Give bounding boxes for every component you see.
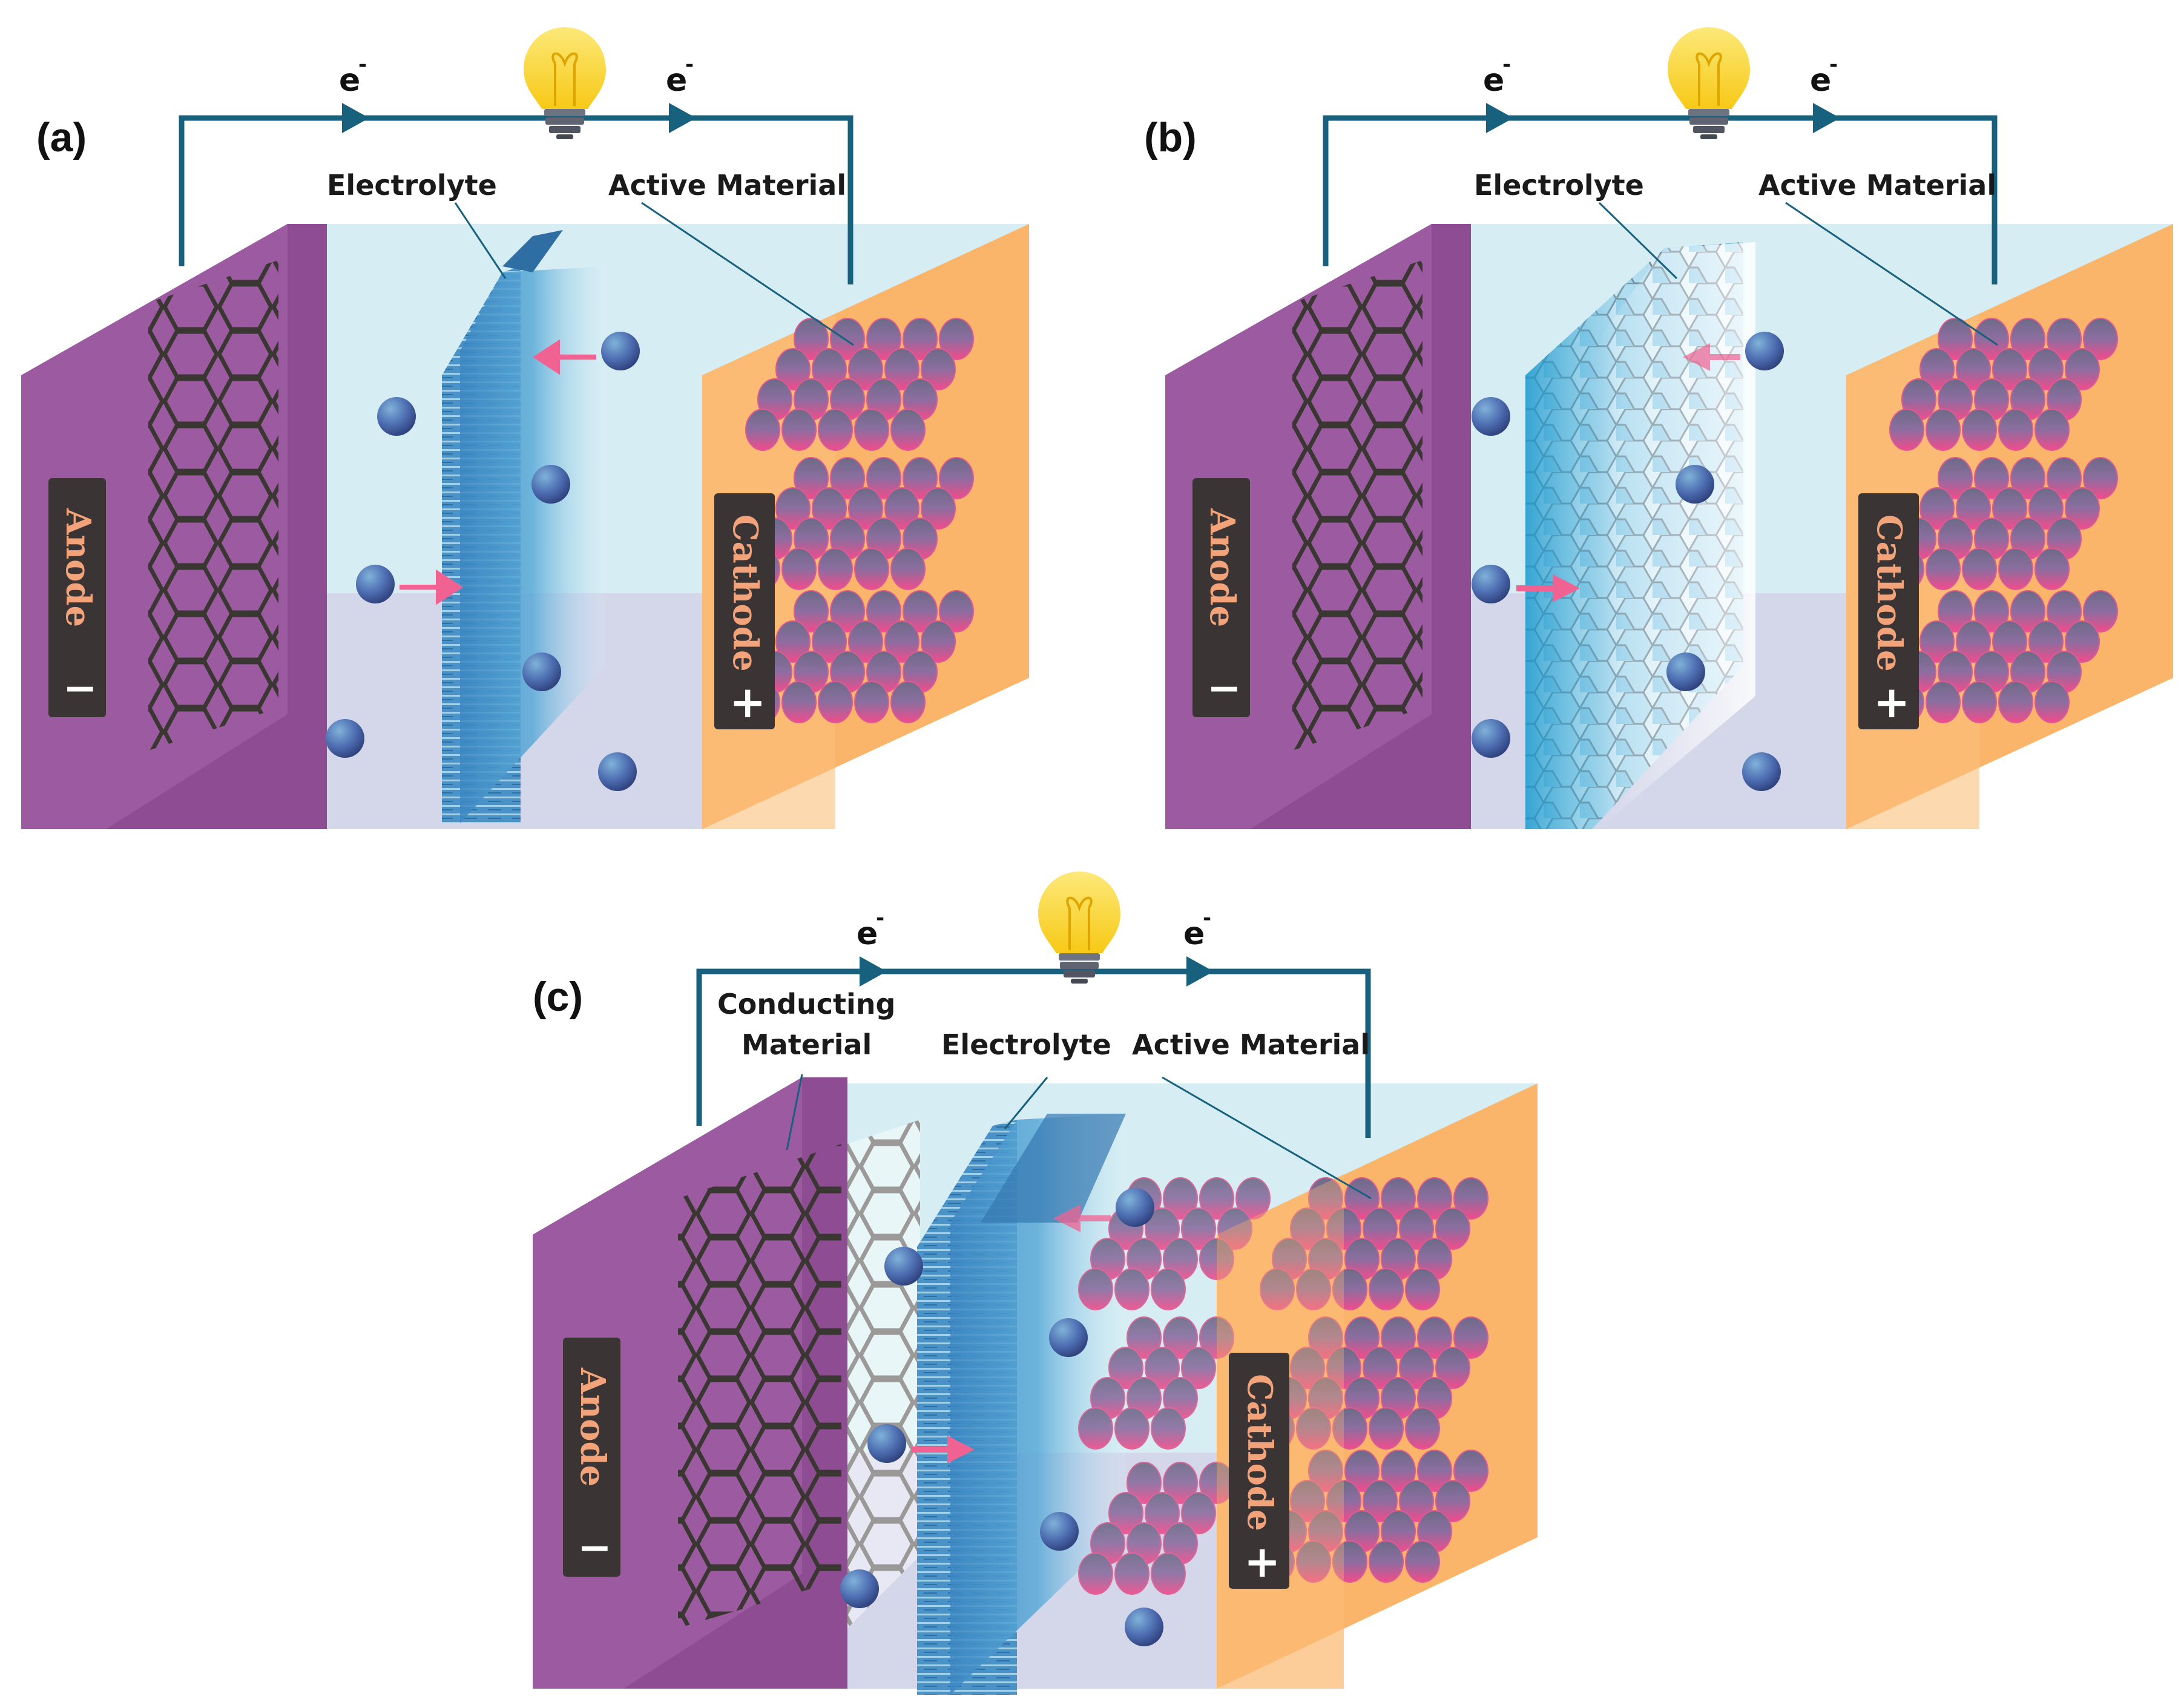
leader-lines xyxy=(786,1074,1372,1200)
circuit-wire xyxy=(696,968,1371,1138)
hexagon-lattice-icon xyxy=(678,1144,841,1628)
active-material xyxy=(1889,318,2118,723)
arrow-icon xyxy=(400,339,596,605)
electron-label-right: e xyxy=(666,62,687,99)
electron-arrow-left xyxy=(860,956,887,987)
anode-label: Anode xyxy=(58,508,98,627)
electron-label-right: e xyxy=(1810,62,1831,99)
panel-b: (b) Electrolyte Active Material e - e - … xyxy=(1144,27,2173,829)
cathode-sign: + xyxy=(729,677,766,728)
cathode-sign: + xyxy=(1873,677,1910,728)
arrow-icon xyxy=(1516,343,1740,602)
electron-superscript-right: - xyxy=(685,53,694,77)
cathode-label: Cathode xyxy=(1240,1374,1280,1531)
electron-label-left: e xyxy=(339,62,360,99)
conducting-material-label-2: Material xyxy=(742,1028,872,1061)
light-bulb-icon xyxy=(1038,872,1120,984)
anode-sign: − xyxy=(577,1524,612,1572)
active-material-label: Active Material xyxy=(608,169,846,202)
arrow-icon xyxy=(911,1204,1111,1464)
anode-badge: Anode − xyxy=(563,1338,620,1577)
leader-lines xyxy=(1598,202,1998,346)
active-material-label: Active Material xyxy=(1758,169,1996,202)
cathode-sign: + xyxy=(1244,1536,1280,1587)
light-bulb-icon xyxy=(524,27,606,139)
panel-label: (b) xyxy=(1144,114,1197,160)
panel-label: (c) xyxy=(533,974,583,1020)
electron-superscript-right: - xyxy=(1829,53,1838,77)
light-bulb-icon xyxy=(1668,27,1750,139)
panel-c: (c) Conducting Material Electrolyte Acti… xyxy=(533,872,1538,1695)
leader-lines xyxy=(454,202,854,346)
electrolyte-label: Electrolyte xyxy=(1474,169,1644,202)
electron-superscript-left: - xyxy=(876,906,884,930)
active-material-label: Active Material xyxy=(1132,1028,1370,1061)
electron-label-left: e xyxy=(1483,62,1504,99)
ion-sphere-icon xyxy=(326,332,640,791)
electron-label-left: e xyxy=(857,916,878,952)
electron-arrow-right xyxy=(1186,956,1214,987)
electron-superscript-right: - xyxy=(1203,906,1211,930)
electrolyte-label: Electrolyte xyxy=(941,1028,1111,1061)
cathode-label: Cathode xyxy=(1869,514,1909,672)
conducting-material-label-1: Conducting xyxy=(717,988,896,1020)
anode-badge: Anode − xyxy=(48,478,106,717)
anode-label: Anode xyxy=(1202,508,1242,627)
panel-label: (a) xyxy=(36,114,87,160)
anode-badge: Anode − xyxy=(1192,478,1250,717)
cathode-label: Cathode xyxy=(725,514,765,672)
electrolyte-label: Electrolyte xyxy=(327,169,497,202)
conducting-lattice xyxy=(847,1120,920,1628)
conducting-lattice-fill xyxy=(847,1120,920,1628)
electron-arrow-right xyxy=(1813,103,1840,133)
cathode-badge: Cathode + xyxy=(1229,1353,1289,1589)
circuit-wire xyxy=(1323,115,1998,284)
separator-layered xyxy=(442,230,605,823)
electron-superscript-left: - xyxy=(358,53,367,77)
hexagon-lattice-icon xyxy=(1292,260,1423,751)
cathode-badge: Cathode + xyxy=(1858,493,1919,729)
active-material xyxy=(1078,1177,1488,1595)
anode-sign: − xyxy=(63,665,97,712)
electron-arrow-left xyxy=(342,103,369,133)
ion-sphere-icon xyxy=(1472,332,1784,791)
electron-arrow-right xyxy=(669,103,696,133)
circuit-wire xyxy=(179,115,854,284)
ion-sphere-icon xyxy=(840,1188,1163,1646)
separator-layered xyxy=(917,1114,1126,1695)
cathode-badge: Cathode + xyxy=(714,493,775,729)
active-material xyxy=(745,318,974,723)
electron-arrow-left xyxy=(1486,103,1513,133)
anode-label: Anode xyxy=(573,1367,613,1487)
electron-superscript-left: - xyxy=(1502,53,1511,77)
hexagon-lattice-icon xyxy=(148,260,278,751)
anode-sign: − xyxy=(1207,665,1242,712)
panel-a: (a) Electrolyte Active Material e - e - … xyxy=(21,27,1029,829)
electron-label-right: e xyxy=(1183,916,1205,952)
